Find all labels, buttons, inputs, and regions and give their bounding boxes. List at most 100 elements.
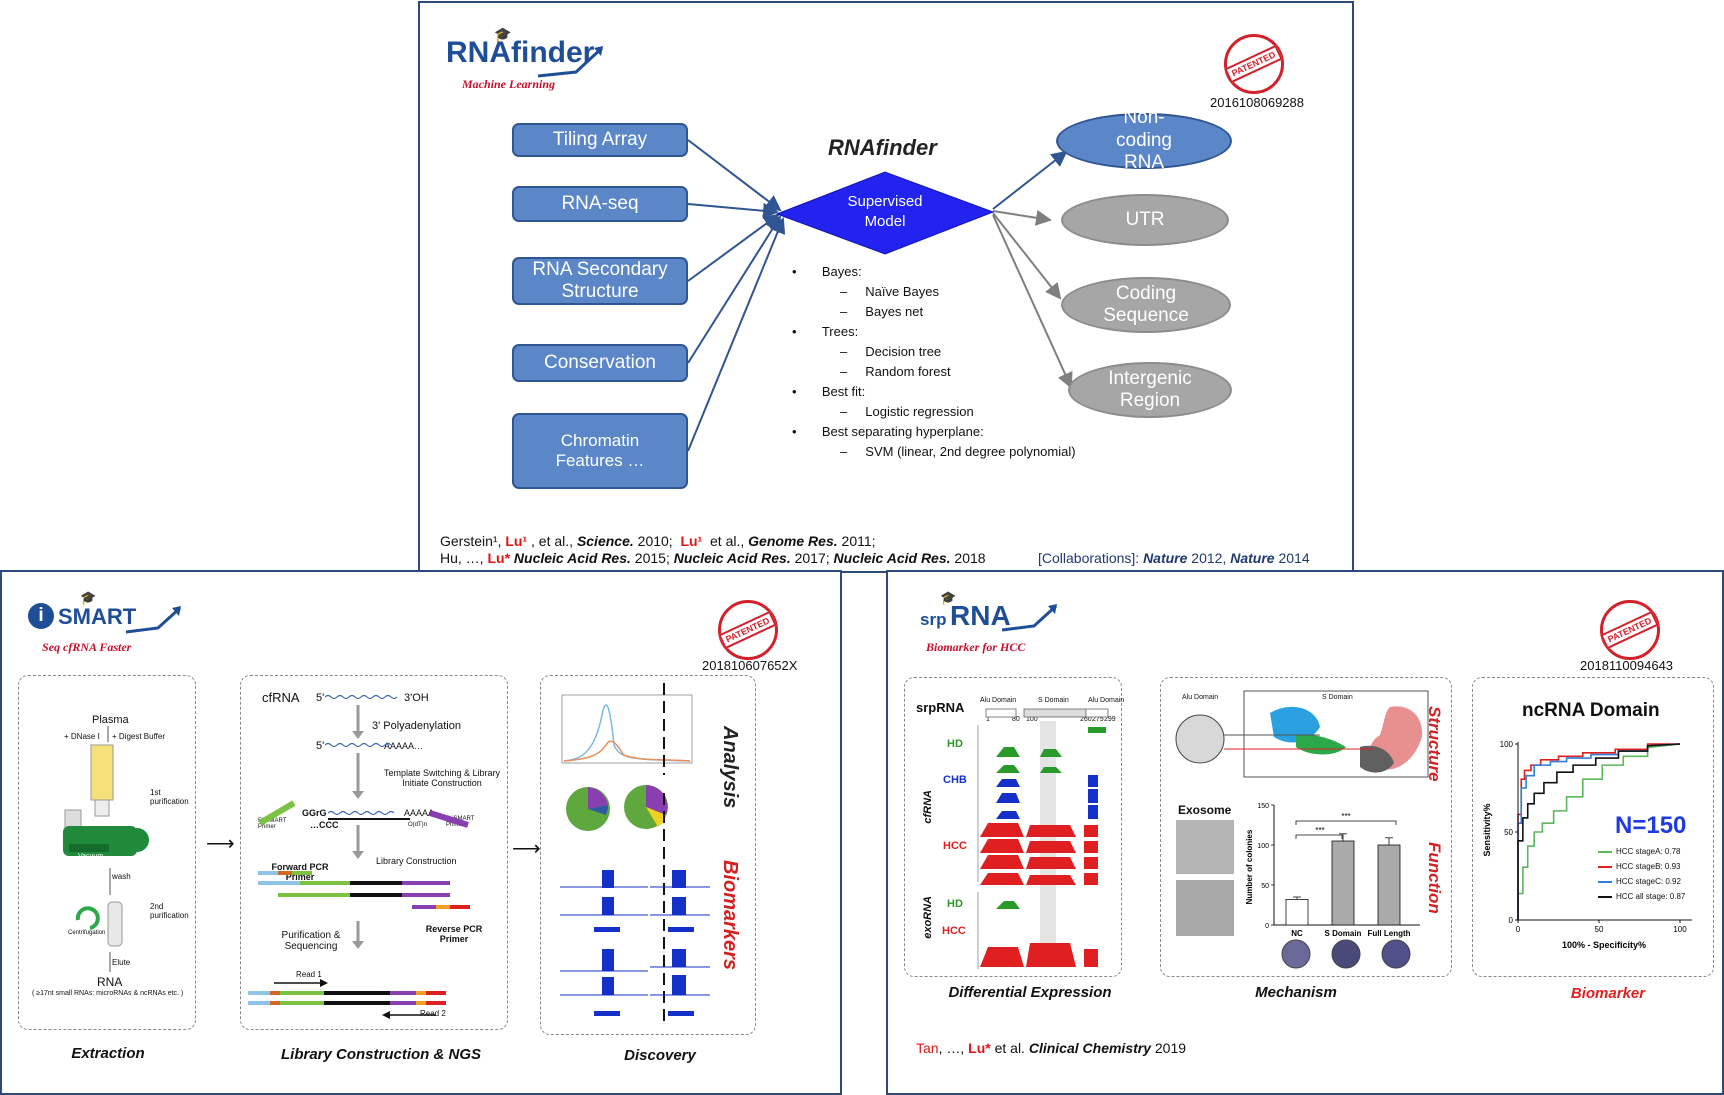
patented-stamp: PATENTED — [1224, 34, 1284, 94]
biomarkers-label: Biomarkers — [719, 860, 741, 971]
tick-label: 260 — [1080, 716, 1092, 723]
aaaaa-label: AAAAA… — [404, 808, 444, 818]
ref-text: 2017; — [790, 550, 834, 566]
caption-diffexp: Differential Expression — [948, 984, 1112, 1001]
exosome-image-2 — [1176, 880, 1234, 936]
ref-text: , …, — [938, 1040, 969, 1056]
y-tick-label: 100 — [1257, 843, 1269, 850]
plasma-label: Plasma — [92, 714, 129, 726]
input-conservation: Conservation — [512, 344, 688, 382]
dnase-label: + DNase I — [64, 732, 100, 741]
ref-text: , et al., — [527, 533, 577, 549]
method-bestfit: • Best fit: — [792, 384, 866, 399]
library-box — [240, 675, 508, 1030]
aaaaa-label: AAAAA… — [384, 741, 424, 751]
y-tick-label: 0 — [1265, 923, 1269, 930]
colony-dishes — [1281, 939, 1411, 969]
stars-label: *** — [1341, 812, 1350, 821]
tick-label: 80 — [1012, 716, 1020, 723]
diffexp-box — [904, 677, 1122, 977]
logo-title: RNA — [950, 600, 1011, 631]
method-bayes: • Bayes: — [792, 264, 862, 279]
trend-arrow-icon — [1001, 604, 1058, 632]
supervised-model-diamond — [775, 171, 995, 255]
y-tick-label: 50 — [1261, 883, 1269, 890]
logo-prefix: srp — [920, 610, 947, 629]
patent-number: 2018110094643 — [1580, 658, 1674, 673]
five-prime: 5' — [316, 740, 325, 752]
roc-series-line — [1517, 743, 1680, 920]
centrifugation-label: Centrifugation — [68, 930, 106, 936]
method-item: – Decision tree — [840, 344, 942, 359]
sdomain-label: S Domain — [1038, 697, 1069, 704]
elute-label: Elute — [112, 958, 131, 967]
dt-label: O(dT)n — [408, 822, 428, 828]
group-hd-exo: HD — [947, 898, 963, 910]
category-label: Full Length — [1367, 929, 1410, 938]
y-tick-label: 100 — [1500, 740, 1514, 749]
fwd-primer-label: Forward PCR Primer — [271, 862, 329, 882]
discovery-box — [540, 675, 756, 1035]
logo-subtitle: Seq cfRNA Faster — [42, 640, 132, 654]
output-utr: UTR — [1061, 194, 1229, 246]
libcons-label: Library Construction — [376, 856, 457, 866]
wash-label: wash — [112, 872, 131, 881]
ref-journal: Clinical Chemistry — [1028, 1040, 1151, 1056]
collab-journal: Nature — [1143, 550, 1188, 566]
analysis-label: Analysis — [719, 726, 741, 809]
legend-item: HCC all stage: 0.87 — [1598, 889, 1685, 904]
ref-text: et al., — [702, 533, 749, 549]
patent-number: 201810607652X — [702, 658, 798, 673]
vacuum-device-icon — [63, 744, 149, 856]
purseq-label: Purification & Sequencing — [281, 930, 341, 952]
legend-item: HCC stageA: 0.78 — [1598, 844, 1685, 859]
group-hcc-exo: HCC — [942, 925, 966, 937]
method-item: – Bayes net — [840, 304, 924, 319]
reference-line-2: Hu, …, Lu* Nucleic Acid Res. 2015; Nucle… — [440, 550, 986, 566]
x-tick-label: 50 — [1595, 925, 1604, 934]
patented-stamp: PATENTED — [718, 600, 778, 660]
method-item: – Logistic regression — [840, 404, 974, 419]
extraction-box — [18, 675, 196, 1030]
y-tick-label: 150 — [1257, 803, 1269, 810]
logo-title: RNAfinder — [446, 36, 595, 69]
alu-label: Alu Domain — [980, 697, 1017, 704]
legend-item: HCC stageC: 0.92 — [1598, 874, 1685, 889]
alu2-label: Alu Domain — [1088, 697, 1125, 704]
model-label: Supervised Model — [847, 193, 923, 230]
exosome-label: Exosome — [1178, 803, 1232, 817]
graduation-cap-icon: 🎓 — [494, 26, 512, 42]
mechanism-box — [1160, 677, 1452, 977]
logo-title: SMART — [58, 604, 137, 629]
rna-note: ( ≥17nt small RNAs: microRNAs & ncRNAs e… — [32, 990, 184, 997]
patented-stamp: PATENTED — [1600, 600, 1660, 660]
output-intergenic-region: Intergenic Region — [1068, 362, 1232, 418]
group-chb: CHB — [943, 774, 967, 786]
caption-extraction: Extraction — [71, 1045, 145, 1062]
caption-library: Library Construction & NGS — [280, 1046, 482, 1063]
input-secondary-structure: RNA Secondary Structure — [512, 257, 688, 305]
collab-text: 2014 — [1274, 550, 1310, 566]
arrow-right-icon: ⟶ — [512, 838, 541, 860]
function-label: Function — [1425, 842, 1444, 914]
ref-author: Lu¹ — [680, 533, 703, 549]
output-noncoding-rna: Non-coding RNA — [1056, 107, 1232, 173]
y-tick-label: 0 — [1509, 916, 1514, 925]
method-hyperplane: • Best separating hyperplane: — [792, 424, 984, 439]
x-tick-label: 0 — [1516, 925, 1521, 934]
roc-xlabel: 100% - Specificity% — [1562, 940, 1646, 950]
ref-journal: Nucleic Acid Res. — [673, 550, 791, 566]
patent-number: 2016108069288 — [1210, 95, 1304, 110]
tick-label: 100 — [1026, 716, 1038, 723]
arrow-right-icon: ⟶ — [206, 833, 235, 855]
roc-series-line — [1517, 743, 1681, 920]
roc-title: ncRNA Domain — [1522, 700, 1660, 721]
caption-biomarker: Biomarker — [1570, 985, 1646, 1002]
roc-series-line — [1517, 743, 1681, 920]
tick-label: 1 — [986, 716, 990, 723]
significance-bars — [1295, 820, 1397, 839]
extraction-arrows — [107, 726, 111, 972]
mech-alu-label: Alu Domain — [1182, 694, 1219, 701]
